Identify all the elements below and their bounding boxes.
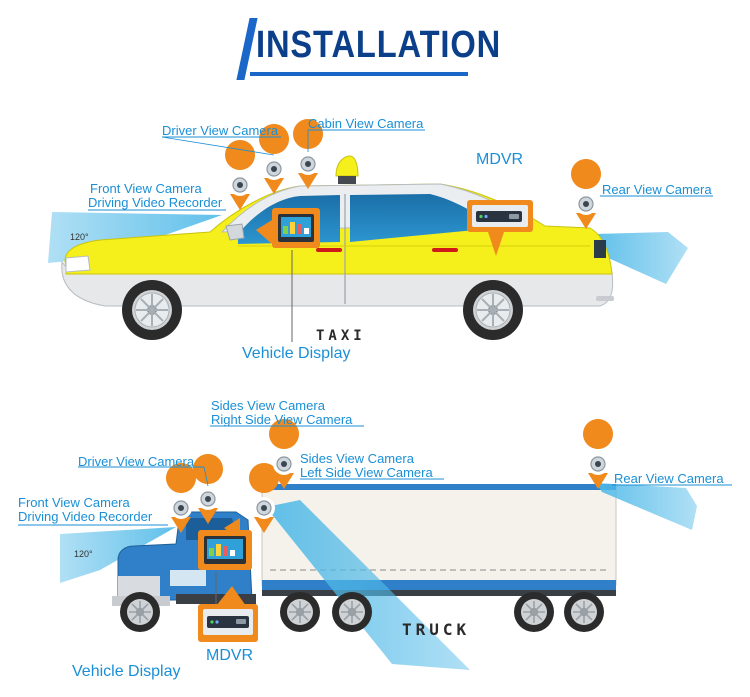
- truck-sides-camera-label-a: Sides View Camera: [211, 398, 325, 413]
- truck-wheel-3: [331, 591, 373, 633]
- taxi-rear-window: [350, 194, 496, 242]
- taxi-angle-label: 120°: [70, 232, 89, 242]
- truck-right-side-camera-label: Right Side View Camera: [211, 412, 353, 427]
- taxi-display-label: Vehicle Display: [242, 345, 351, 362]
- taxi-front-camera-pin: [224, 139, 256, 211]
- taxi-front-camera-label: Front View Camera: [90, 181, 202, 196]
- truck-sign-text: TRUCK: [402, 620, 471, 639]
- truck-front-camera-beam: [60, 527, 176, 583]
- truck-display-label: Vehicle Display: [72, 663, 181, 680]
- truck-angle-label: 120°: [74, 549, 93, 559]
- taxi-front-wheel: [121, 279, 183, 341]
- truck-front-recorder-label: Driving Video Recorder: [18, 509, 153, 524]
- taxi-driver-camera-label: Driver View Camera: [162, 123, 279, 138]
- taxi-rear-camera-pin: [570, 158, 602, 230]
- truck-driver-camera-label: Driver View Camera: [78, 454, 195, 469]
- taxi-roof-sign: [335, 155, 359, 177]
- truck-sides-camera-label-b: Sides View Camera: [300, 451, 414, 466]
- truck-wheel-5: [563, 591, 605, 633]
- taxi-rear-camera-beam: [595, 232, 688, 284]
- title-underline: [250, 72, 468, 76]
- truck-wheel-2: [279, 591, 321, 633]
- taxi-rear-camera-label: Rear View Camera: [602, 182, 712, 197]
- truck-rear-camera-beam: [596, 483, 697, 530]
- truck-rear-camera-label: Rear View Camera: [614, 471, 724, 486]
- taxi-mdvr-label: MDVR: [476, 151, 524, 168]
- truck-front-camera-label: Front View Camera: [18, 495, 130, 510]
- truck-mdvr-label: MDVR: [206, 647, 254, 664]
- taxi-sign-text: TAXI: [316, 328, 366, 344]
- truck-front-wheel: [119, 591, 161, 633]
- truck-left-side-camera-label: Left Side View Camera: [300, 465, 433, 480]
- truck-side-camera-beam: [266, 500, 470, 670]
- truck-rear-camera-pin: [582, 418, 614, 490]
- taxi-front-recorder-label: Driving Video Recorder: [88, 195, 223, 210]
- taxi-rear-wheel: [462, 279, 524, 341]
- taxi-cabin-camera-label: Cabin View Camera: [308, 116, 424, 131]
- truck-wheel-4: [513, 591, 555, 633]
- page-title: INSTALLATION: [256, 24, 502, 66]
